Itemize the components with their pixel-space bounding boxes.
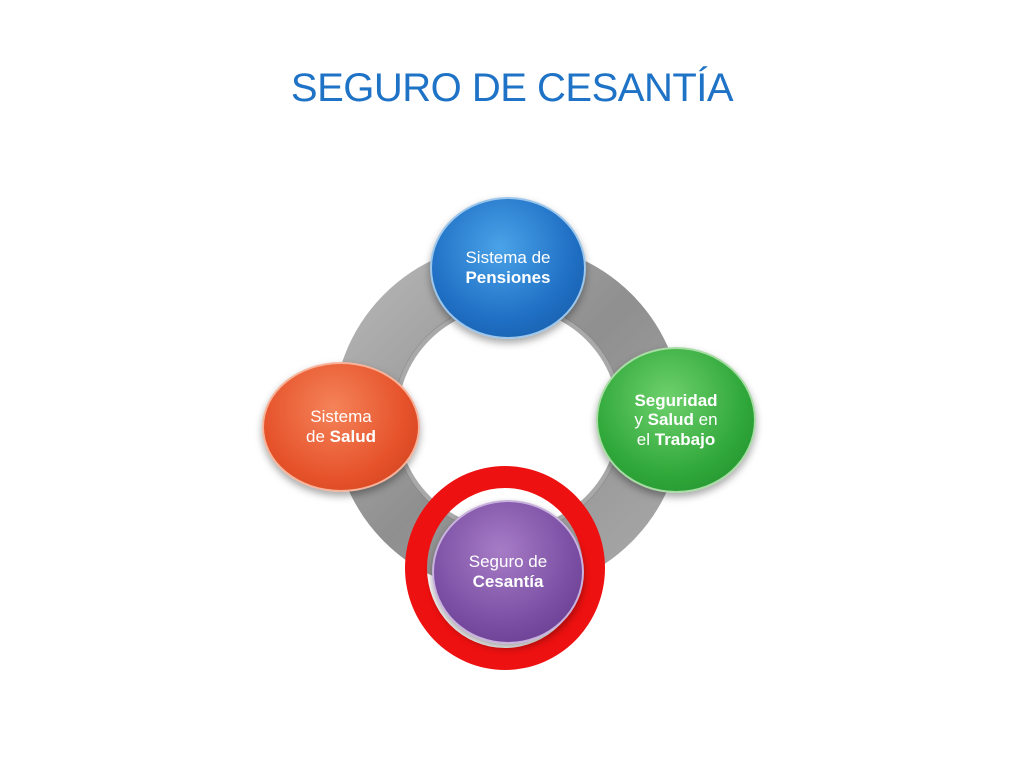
slide-title: SEGURO DE CESANTÍA — [290, 66, 734, 110]
node-sistema-de-pensiones: Sistema de Pensiones — [430, 197, 586, 339]
node-label-line: Seguridad — [634, 390, 718, 410]
node-label-line: Seguro de — [468, 552, 548, 572]
node-label-text: en — [693, 410, 718, 430]
node-label-text: de — [306, 427, 330, 446]
node-label-line: Sistema — [310, 407, 372, 427]
node-label-line: el Trabajo — [637, 430, 715, 450]
node-label-bold: Trabajo — [654, 429, 716, 449]
node-sistema-de-salud: Sistema de Salud — [262, 362, 420, 492]
node-seguro-de-cesantia: Seguro de Cesantía — [432, 500, 584, 644]
node-label-text: y — [634, 410, 648, 430]
node-seguridad-y-salud-en-el-trabajo: Seguridad y Salud en el Trabajo — [596, 347, 756, 493]
node-label-line: Pensiones — [465, 268, 551, 287]
node-label-line: Cesantía — [472, 572, 544, 591]
node-label-bold: Salud — [647, 410, 694, 430]
node-label-line: Sistema de — [465, 248, 551, 268]
node-label-bold: Salud — [329, 427, 376, 446]
node-label-line: y Salud en — [634, 410, 717, 430]
node-label-line: de Salud — [306, 427, 376, 447]
node-label-text: el — [636, 429, 655, 449]
